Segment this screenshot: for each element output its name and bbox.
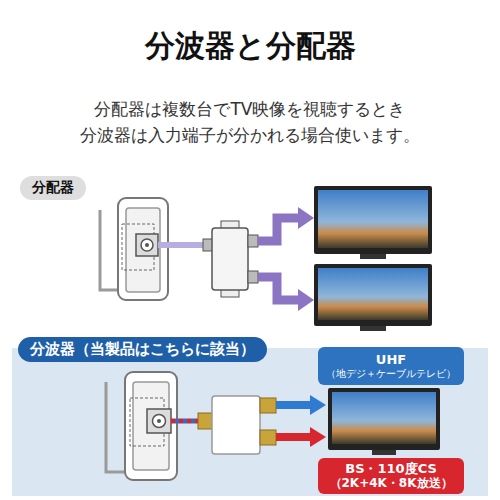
node-heading: BS・110度CS [345,461,437,476]
splitter-device [248,271,258,283]
coax-cable [158,245,206,246]
description-text: 分配器は複数台でTV映像を視聴するとき 分波器は入力端子が分かれる場合使います。 [60,96,440,148]
wall-outlet [122,224,154,270]
diplexer-device [260,398,276,413]
signal-arrow [258,218,300,241]
splitter-device [221,289,239,297]
tv-set [314,186,432,331]
wall-outlet [153,415,166,428]
tv-set [314,264,432,326]
signal-box: UHF（地デジ＋ケーブルテレビ） [318,347,464,385]
signal-arrow [258,277,300,300]
wall-outlet [141,239,153,251]
section-pill: 分配器 [20,176,86,200]
tv-set [332,392,436,444]
node-heading: UHF [376,352,406,367]
signal-arrow [310,395,326,415]
diplexer-device [260,430,276,445]
signal-arrow [310,427,326,447]
wall-outlet [133,382,169,470]
coax-cable [158,242,206,248]
antenna-wire [100,210,118,290]
signal-arrow [298,207,314,229]
wall-outlet [136,234,158,256]
wall-outlet [147,409,171,433]
signal-arrow [298,289,314,311]
diplexer-device [198,413,213,429]
signal-box: BS・110度CS（2K+4K・8K放送） [318,458,464,494]
tv-set [318,268,428,320]
node-body: （2K+4K・8K放送） [330,476,453,491]
signal-arrow [258,207,314,311]
antenna-wire [106,382,125,472]
node-body: （地デジ＋ケーブルテレビ） [326,367,456,381]
signal-arrow [276,433,312,441]
node-heading: 分波器（当製品はこちらに該当） [18,337,267,362]
signal-arrow [276,401,312,409]
tv-set [328,388,440,450]
wall-outlet [125,372,177,480]
wall-outlet [118,198,168,300]
antenna-wire [106,382,125,472]
splitter-device [221,221,239,229]
tv-set [360,254,386,259]
diplexer-device [212,396,260,454]
wall-outlet [130,398,164,446]
splitter-device [203,239,213,251]
tv-set [372,450,396,455]
wall-outlet [157,419,161,423]
wall-outlet [125,372,177,480]
tv-set [328,388,440,455]
signal-arrow [276,395,326,447]
tv-set [318,190,428,248]
coax-cable [171,419,200,424]
node-heading: 分配器 [32,179,74,197]
wall-outlet [126,208,160,292]
diplexer-device [198,396,276,454]
antenna-wire [100,210,118,290]
splitter-device [203,221,258,297]
title: 分波器と分配器 [0,26,500,67]
coax-cable [171,421,200,422]
tv-set [360,326,386,331]
wall-outlet [118,198,168,300]
tv-set [314,186,432,254]
splitter-device [248,235,258,247]
wall-outlet [145,243,149,247]
coax-cable [171,419,200,424]
section-band: 分波器（当製品はこちらに該当）UHF（地デジ＋ケーブルテレビ）BS・110度CS… [12,348,488,496]
splitter-device [212,228,248,290]
